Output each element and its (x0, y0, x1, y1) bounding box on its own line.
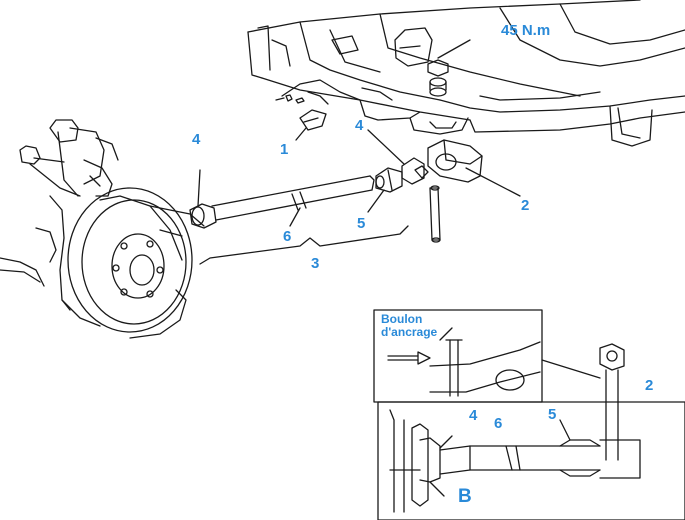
inset-callout-6-label: 6 (494, 415, 503, 432)
torsion-bar (211, 175, 375, 227)
callout-3-label: 3 (311, 255, 320, 272)
inset-torsion-bar-box (377, 401, 685, 520)
vehicle-frame (247, 0, 685, 147)
inset-anchor-bolt-drawing (387, 327, 625, 461)
inset-torsion-bar-drawing (389, 409, 641, 513)
torque-spec-label: 45 N.m (501, 22, 551, 39)
torsion-bar-anchor-arm (414, 139, 521, 243)
inset-callout-5-label: 5 (548, 406, 557, 423)
callout-6-label: 6 (283, 228, 292, 245)
inset-callout-b-label: B (458, 486, 472, 507)
callout-5-label: 5 (357, 215, 366, 232)
callout-4-left-label: 4 (192, 131, 201, 148)
frame-cushion-parts (427, 39, 471, 97)
anchor-bolt-label-line1: Boulon (381, 312, 423, 326)
callout-1-label: 1 (280, 141, 289, 158)
torsion-bar-assembly-bracket (199, 225, 409, 265)
callout-4-right-label: 4 (355, 117, 364, 134)
anchor-bolt-hardware (275, 91, 329, 141)
inset-callout-2-label: 2 (645, 377, 654, 394)
torsion-bar-end-cap (367, 167, 403, 213)
inset-callout-4-label: 4 (469, 407, 478, 424)
torsion-bar-bushing-left (189, 169, 217, 229)
callout-2-label: 2 (521, 197, 530, 214)
anchor-bolt-label-line2: d'ancrage (381, 325, 438, 339)
brake-disc-and-hub (67, 187, 205, 339)
upper-control-arm (0, 119, 119, 327)
